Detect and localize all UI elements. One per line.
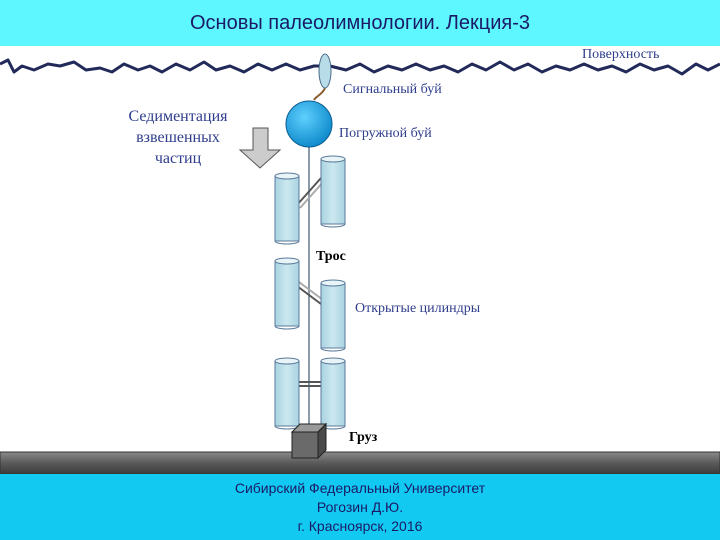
weight-label: Груз <box>349 430 378 445</box>
water-surface-line <box>0 58 720 76</box>
signal-buoy <box>318 53 332 89</box>
open-cylinder <box>320 357 346 430</box>
submerged-buoy-label: Погружной буй <box>339 126 432 141</box>
signal-buoy-label: Сигнальный буй <box>343 82 442 97</box>
anchor-weight <box>290 422 328 460</box>
cylinder-connector <box>296 285 322 305</box>
slide-footer: Сибирский Федеральный Университет Рогози… <box>0 474 720 540</box>
sedimentation-arrow <box>238 127 282 169</box>
open-cylinder <box>274 357 300 430</box>
open-cylinder <box>320 155 346 228</box>
footer-university: Сибирский Федеральный Университет <box>234 479 486 496</box>
lake-bottom <box>0 451 720 475</box>
surface-label: Поверхность <box>582 47 659 62</box>
open-cylinder <box>274 257 300 330</box>
slide-header: Основы палеолимнологии. Лекция-3 <box>0 0 720 46</box>
cylinder-connector <box>296 177 322 206</box>
open-cylinder <box>274 172 300 245</box>
sedimentation-label-line-3: частиц <box>155 150 202 167</box>
cylinder-connector <box>298 281 324 301</box>
footer-city-year: г. Красноярск, 2016 <box>297 517 423 534</box>
cylinders-label: Открытые цилиндры <box>355 301 481 316</box>
sedimentation-label-line-1: Седиментация <box>128 108 228 125</box>
submerged-buoy <box>285 100 333 148</box>
cylinder-connector <box>299 180 325 209</box>
footer-author: Рогозин Д.Ю. <box>316 498 404 515</box>
signal-buoy-line <box>313 87 326 101</box>
sedimentation-label-line-2: взвешенных <box>136 129 220 146</box>
slide-title: Основы палеолимнологии. Лекция-3 <box>189 11 531 34</box>
open-cylinder <box>320 279 346 352</box>
rope-label: Трос <box>316 249 346 264</box>
